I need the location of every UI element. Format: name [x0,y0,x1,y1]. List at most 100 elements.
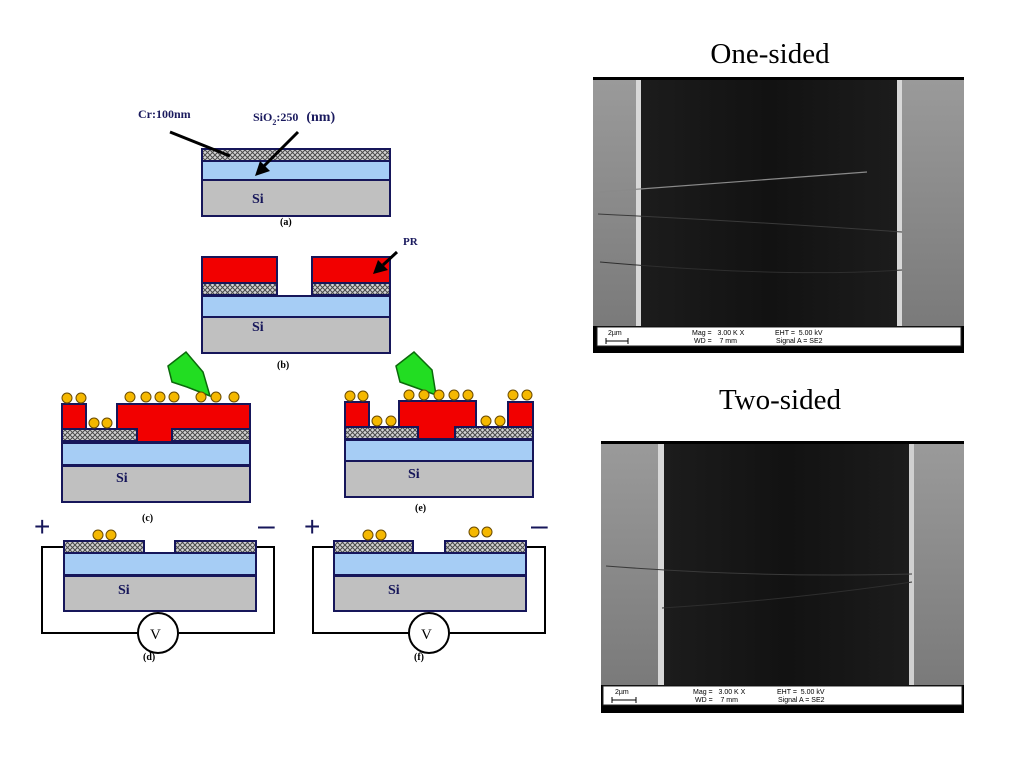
voltmeter-icon [408,612,450,654]
step-label-f: (f) [414,652,424,663]
nanoparticle [403,389,415,401]
si-layer [63,575,257,612]
positive-terminal: + [34,511,50,542]
electrode-right [914,444,964,685]
nanoparticles [92,529,117,541]
sem-info-bar [596,326,962,347]
pr-arrow-head [373,260,388,274]
circuit-wire [312,546,409,634]
chromium-layer [61,428,138,442]
photoresist-block [344,401,370,428]
si-label: Si [408,467,420,482]
sem-info-bar [602,685,963,706]
nanoparticle [344,390,356,402]
step-e-stack [344,400,534,498]
cr-pointer [169,130,231,158]
nanoparticle [448,389,460,401]
step-d-circuit [41,546,275,634]
circuit-wire [450,546,546,634]
chromium-layer [201,148,391,162]
sem-signal: Signal A = SE2 [776,338,823,345]
electrode-left [593,80,639,326]
nanowire-trace [605,565,913,576]
chromium-electrode [333,540,414,554]
sio2-layer [333,552,527,576]
step-label-c: (c) [142,513,153,524]
negative-terminal: – [531,509,548,542]
nanoparticle [375,529,387,541]
sem-title-two-sided: Two-sided [718,384,841,416]
voltmeter-icon [137,612,179,654]
si-layer [201,179,391,217]
si-label: Si [388,583,400,598]
sio2-layer [344,439,534,462]
nanoparticle [195,391,207,403]
nanoparticle [75,392,87,404]
si-layer [344,460,534,498]
negative-terminal: – [258,509,275,542]
gap-region [641,80,898,326]
nanoparticle [462,389,474,401]
si-label: Si [116,471,128,486]
sem-image-two-sided: 2µm Mag = 3.00 K X WD = 7 mm EHT = 5.00 … [601,441,964,713]
nanoparticle [418,389,430,401]
gap-region [664,444,911,685]
sio2-layer [63,552,257,576]
voltmeter-label: V [421,627,432,643]
step-c-stack [61,403,251,503]
circuit-wire [41,546,138,634]
nanoparticle [433,389,445,401]
chromium-layer [344,426,419,440]
sio2-arrow-head [255,161,270,176]
chromium-electrode [63,540,145,554]
nanoparticle [154,391,166,403]
deposition-beam-icon [395,351,437,397]
pr-pointer-line [381,250,399,267]
chromium-layer [171,428,251,442]
photoresist-block [311,256,391,284]
si-label: Si [118,583,130,598]
nanoparticle [92,529,104,541]
si-layer [61,465,251,503]
nanoparticle [101,417,113,429]
step-f-circuit [312,546,546,634]
sem-wd: WD = 7 mm [694,338,737,345]
sem-mag: Mag = 3.00 K X [692,330,745,337]
positive-terminal: + [304,511,320,542]
nanoparticle [168,391,180,403]
chromium-electrode [174,540,257,554]
sem-eht: EHT = 5.00 kV [775,330,823,337]
nanoparticle [507,389,519,401]
photoresist-block [507,401,534,428]
si-label: Si [252,192,264,207]
nanoparticle [481,526,493,538]
electrode-left [601,444,660,685]
photoresist-block [61,403,87,430]
step-label-b: (b) [277,360,289,371]
nanoparticle [140,391,152,403]
photoresist-block [116,403,251,443]
step-b-stack [201,256,391,354]
sem-mag: Mag = 3.00 K X [693,689,746,696]
nanoparticle [210,391,222,403]
sem-eht: EHT = 5.00 kV [777,689,825,696]
nanowire-trace [597,213,903,233]
voltmeter-label: V [150,627,161,643]
step-a-stack [201,148,391,217]
photoresist-block [201,256,278,284]
nanoparticle [521,389,533,401]
step-label-d: (d) [143,652,155,663]
chromium-layer [454,426,534,440]
nanoparticle [357,390,369,402]
scale-bar-label: 2µm [608,330,622,337]
electrode-right [902,80,964,326]
si-layer [333,575,527,612]
nanoparticle [124,391,136,403]
chromium-layer [201,282,278,296]
step-label-a: (a) [280,217,292,228]
si-layer [201,316,391,354]
nanoparticle [371,415,383,427]
sio2-layer [201,295,391,318]
scale-bar-label: 2µm [615,689,629,696]
